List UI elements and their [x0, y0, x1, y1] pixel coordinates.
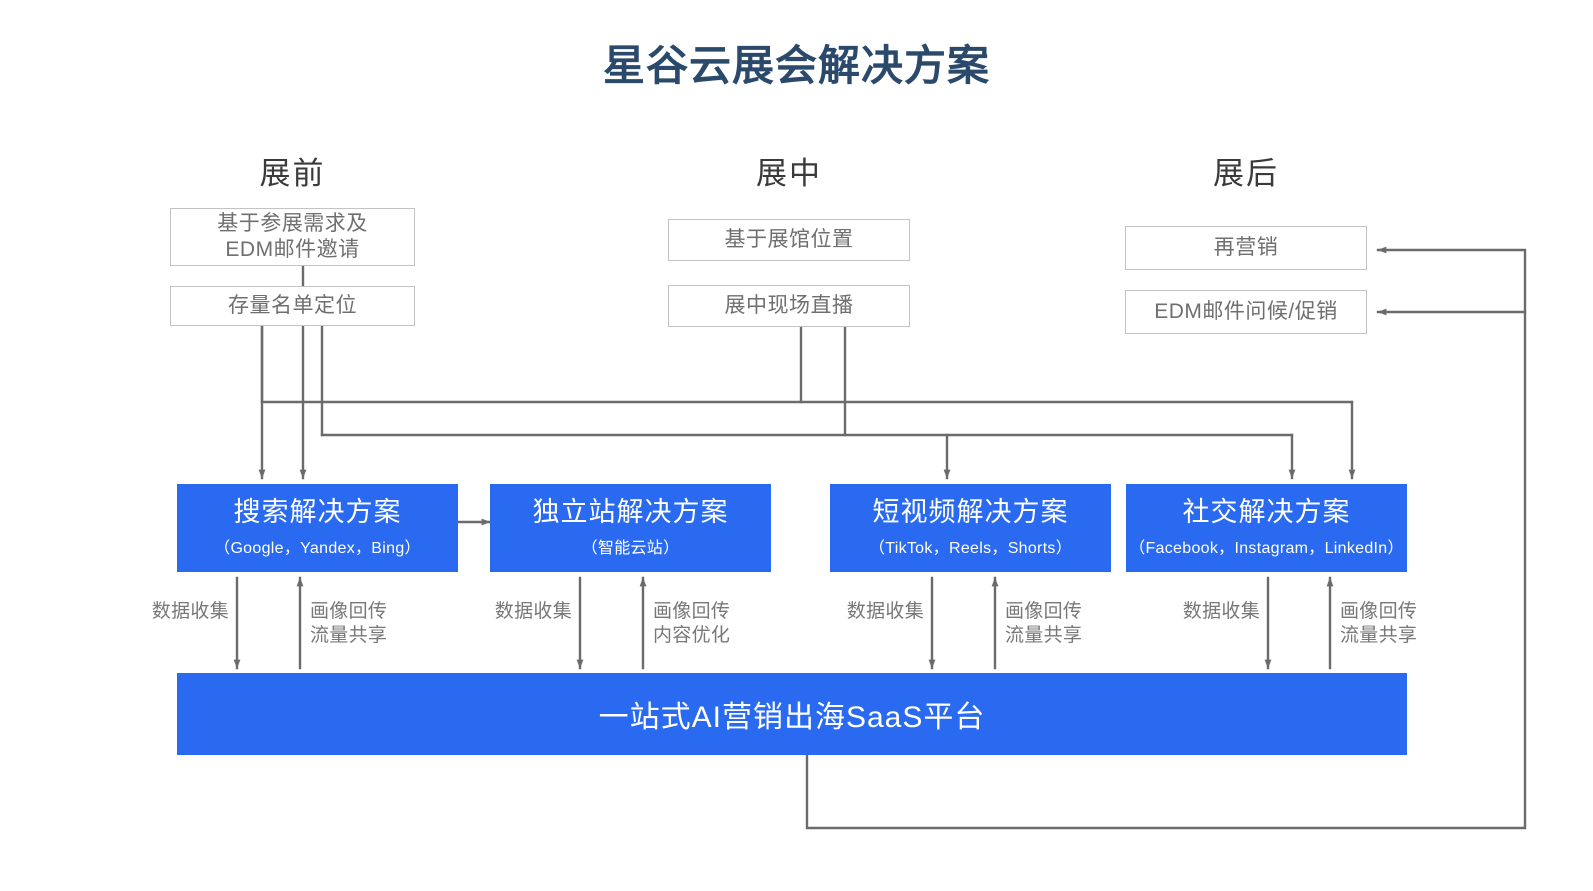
flow-label-video-up: 画像回传 流量共享 [1005, 601, 1083, 647]
stage-header-post: 展后 [1213, 156, 1279, 191]
page-title: 星谷云展会解决方案 [602, 42, 990, 89]
post-box-edm-greeting[interactable]: EDM邮件问候/促销 [1125, 290, 1367, 334]
solution-title-site: 独立站解决方案 [532, 497, 729, 528]
flow-label-social-down: 数据收集 [1182, 601, 1260, 622]
platform-bar[interactable]: 一站式AI营销出海SaaS平台 [177, 673, 1407, 755]
flow-label-search-down: 数据收集 [151, 601, 229, 622]
solution-subtitle-search: （Google，Yandex，Bing） [214, 539, 421, 557]
flow-label-site-up: 画像回传 内容优化 [653, 601, 731, 647]
post-box-remarketing[interactable]: 再营销 [1125, 226, 1367, 270]
stage-header-mid: 展中 [756, 156, 822, 191]
mid-box-venue-location[interactable]: 基于展馆位置 [668, 219, 910, 261]
solution-title-video: 短视频解决方案 [872, 497, 1069, 528]
flow-label-social-up: 画像回传 流量共享 [1340, 601, 1418, 647]
solution-box-video[interactable]: 短视频解决方案 （TikTok，Reels，Shorts） [830, 484, 1111, 572]
solution-box-social[interactable]: 社交解决方案 （Facebook，Instagram，LinkedIn） [1126, 484, 1407, 572]
solution-subtitle-site: （智能云站） [581, 539, 680, 557]
flow-label-site-down: 数据收集 [494, 601, 572, 622]
solution-title-social: 社交解决方案 [1182, 497, 1351, 528]
stage-header-pre: 展前 [259, 156, 326, 191]
solution-box-search[interactable]: 搜索解决方案 （Google，Yandex，Bing） [177, 484, 458, 572]
mid-box-live-stream[interactable]: 展中现场直播 [668, 285, 910, 327]
solution-title-search: 搜索解决方案 [233, 497, 402, 528]
flow-label-search-up: 画像回传 流量共享 [310, 601, 388, 647]
solution-box-site[interactable]: 独立站解决方案 （智能云站） [490, 484, 771, 572]
solution-subtitle-social: （Facebook，Instagram，LinkedIn） [1129, 539, 1404, 557]
pre-box-needs-edm[interactable]: 基于参展需求及 EDM邮件邀请 [170, 208, 415, 266]
pre-box-existing-list[interactable]: 存量名单定位 [170, 286, 415, 326]
flow-label-video-down: 数据收集 [846, 601, 924, 622]
solution-subtitle-video: （TikTok，Reels，Shorts） [868, 539, 1073, 557]
